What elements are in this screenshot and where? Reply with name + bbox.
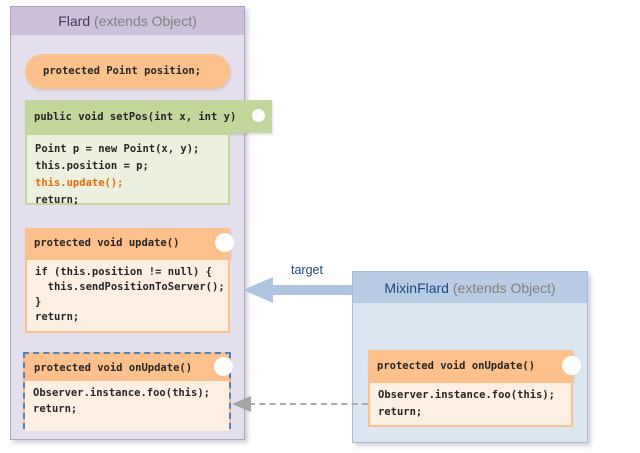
code-line: this.position = p;: [35, 160, 149, 172]
flard-onupdate-method-header: protected void onUpdate(): [25, 354, 229, 381]
flard-class-name: Flard: [58, 13, 91, 29]
target-arrow-head-icon: [243, 277, 273, 303]
flard-onupdate-connector-circle-icon: [214, 357, 233, 376]
update-connector-circle-icon: [215, 233, 234, 252]
mixin-onupdate-method-body: Observer.instance.foo(this); return;: [368, 381, 573, 427]
setpos-connector-circle-icon: [249, 106, 268, 125]
onupdate-link-dashed-line: [249, 403, 368, 405]
onupdate-link-arrow-head-icon: [232, 396, 251, 412]
code-line: Point p = new Point(x, y);: [35, 143, 200, 155]
code-line: return;: [35, 311, 80, 323]
mixinflard-class-name: MixinFlard: [384, 279, 449, 296]
code-line: this.sendPositionToServer();: [35, 281, 225, 293]
code-line: return;: [378, 406, 423, 418]
flard-onupdate-dashed-slot: protected void onUpdate() Observer.insta…: [23, 352, 231, 431]
mixin-onupdate-method-header: protected void onUpdate(): [368, 350, 573, 381]
update-method-header: protected void update(): [25, 228, 230, 258]
target-arrow-label: target: [291, 263, 323, 277]
code-line: return;: [35, 194, 80, 206]
flard-class-header: Flard (extends Object): [11, 7, 244, 35]
setpos-method-body: Point p = new Point(x, y); this.position…: [25, 133, 230, 206]
update-method-body: if (this.position != null) { this.sendPo…: [25, 258, 230, 333]
code-line-highlighted: this.update();: [35, 177, 124, 189]
flard-class-extends: (extends Object): [90, 13, 197, 29]
mixinflard-class-extends: (extends Object): [448, 279, 556, 296]
mixin-onupdate-connector-circle-icon: [562, 356, 581, 375]
setpos-method-header: public void setPos(int x, int y): [25, 100, 272, 133]
target-arrow-shaft: [271, 285, 352, 295]
code-line: Observer.instance.foo(this);: [378, 389, 556, 401]
code-line: Observer.instance.foo(this);: [33, 387, 211, 399]
code-line: if (this.position != null) {: [35, 266, 213, 278]
mixinflard-class-header: MixinFlard (extends Object): [353, 272, 587, 303]
code-line: return;: [33, 403, 78, 415]
code-line: }: [35, 296, 42, 308]
flard-field-position: protected Point position;: [25, 54, 230, 89]
flard-onupdate-method-body: Observer.instance.foo(this); return;: [25, 381, 229, 431]
